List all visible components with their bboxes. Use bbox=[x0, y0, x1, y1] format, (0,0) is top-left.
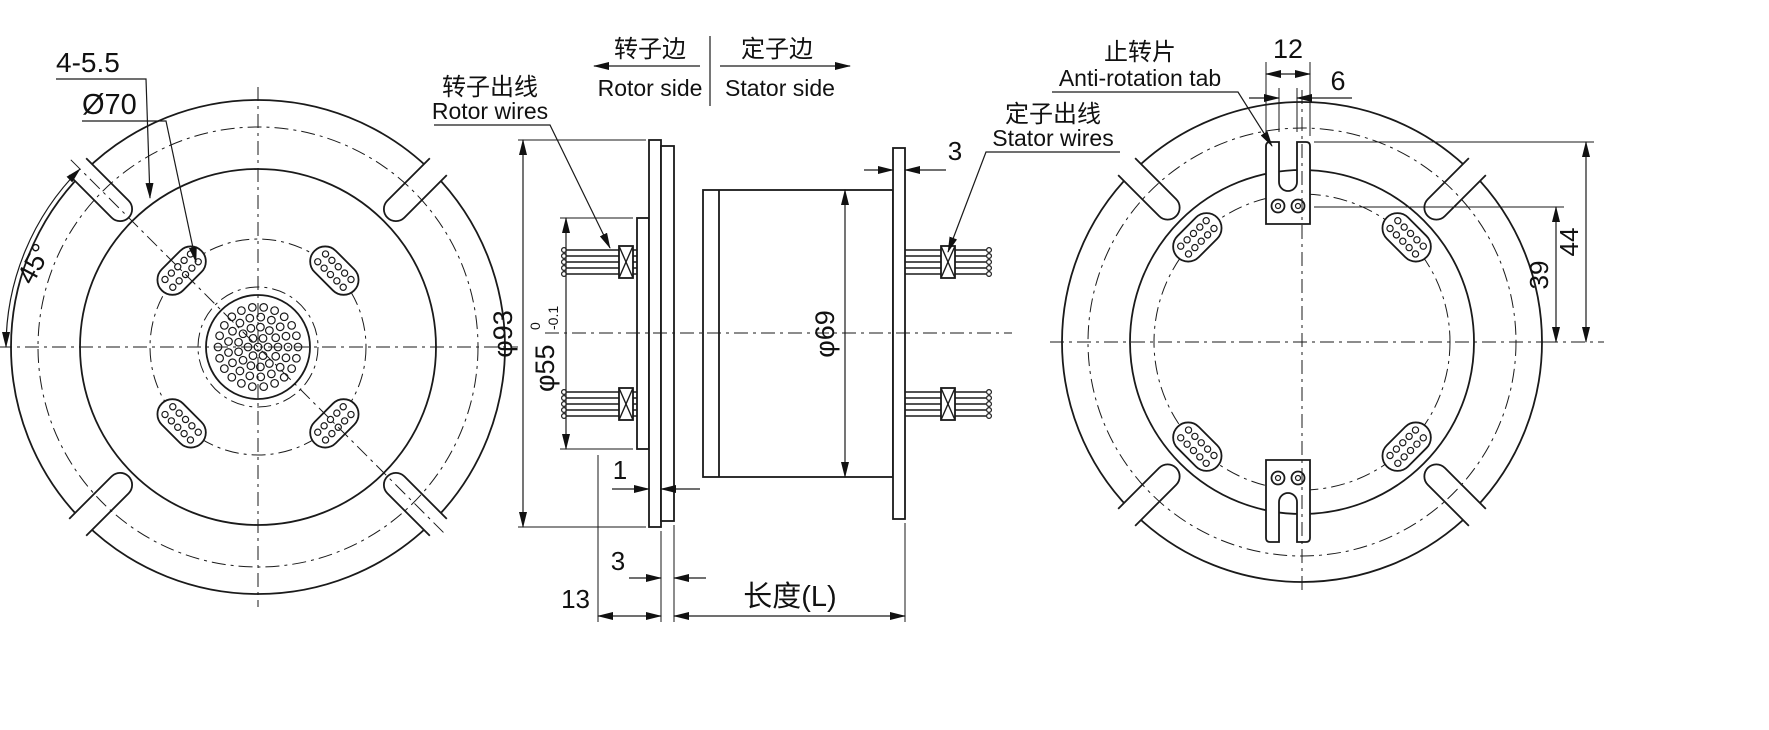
dim-12: 12 bbox=[1265, 34, 1311, 136]
dim-44: 44 bbox=[1314, 141, 1594, 343]
wire-bundles bbox=[560, 245, 992, 421]
dim-angle-label: 45° bbox=[11, 239, 57, 289]
dim-phi55-label: φ55 bbox=[530, 344, 560, 392]
tab-label-en: Anti-rotation tab bbox=[1059, 65, 1221, 91]
dim-gap-3: 3 bbox=[611, 525, 706, 622]
dim-3-right-label: 3 bbox=[948, 136, 962, 166]
dim-bolt-circle: Ø70 bbox=[82, 89, 197, 263]
dim-tab-thickness: 3 bbox=[864, 136, 962, 174]
centerlines bbox=[0, 87, 1604, 607]
dim-39-label: 39 bbox=[1524, 261, 1554, 290]
dim-phi69-label: φ69 bbox=[810, 310, 840, 358]
side-labels: 转子边 Rotor side 定子边 Stator side bbox=[593, 36, 851, 106]
dim-phi55: φ55 0 -0.1 bbox=[527, 217, 633, 450]
stator-wires-label-en: Stator wires bbox=[992, 125, 1113, 151]
dim-angle-45: 45° bbox=[2, 168, 81, 348]
dim-12-label: 12 bbox=[1273, 34, 1303, 64]
dim-phi69: φ69 bbox=[810, 189, 849, 478]
dim-length-label: 长度(L) bbox=[743, 580, 836, 613]
stator-side-label-zh: 定子边 bbox=[741, 36, 813, 63]
dim-bolt-circle-label: Ø70 bbox=[82, 89, 137, 121]
dim-phi93-label: φ93 bbox=[488, 310, 518, 358]
stator-wires-label-zh: 定子出线 bbox=[1005, 101, 1101, 128]
dim-1-label: 1 bbox=[613, 455, 627, 485]
rear-view bbox=[1061, 101, 1543, 583]
dim-13-label: 13 bbox=[561, 584, 590, 614]
dim-6-label: 6 bbox=[1330, 66, 1345, 96]
rotor-wires-label: 转子出线 Rotor wires bbox=[432, 74, 611, 249]
rotor-side-label-en: Rotor side bbox=[598, 75, 703, 101]
dim-mounting-holes: 4-5.5 bbox=[56, 47, 154, 199]
dim-holes-label: 4-5.5 bbox=[56, 47, 120, 78]
dim-phi93: φ93 bbox=[488, 139, 646, 528]
dim-39: 39 bbox=[1314, 206, 1564, 343]
rotor-wires-label-en: Rotor wires bbox=[432, 98, 548, 124]
rotor-wires-label-zh: 转子出线 bbox=[442, 74, 538, 101]
dim-phi55-tol-upper: 0 bbox=[527, 322, 543, 330]
dim-6: 6 bbox=[1249, 66, 1352, 132]
rotor-side-label-zh: 转子边 bbox=[614, 36, 686, 63]
dim-phi55-tol-lower: -0.1 bbox=[545, 306, 561, 330]
dim-44-label: 44 bbox=[1554, 228, 1584, 257]
dim-flange-thickness: 1 bbox=[612, 455, 700, 493]
stator-wires-label: 定子出线 Stator wires bbox=[947, 101, 1120, 253]
dim-length: 长度(L) bbox=[673, 523, 906, 622]
dim-13: 13 bbox=[561, 455, 662, 622]
dim-3-left-label: 3 bbox=[611, 546, 625, 576]
stator-side-label-en: Stator side bbox=[725, 75, 835, 101]
annotations: 4-5.5 Ø70 45° 转子边 Rotor side 定子边 Stator … bbox=[2, 34, 1594, 622]
tab-label-zh: 止转片 bbox=[1104, 39, 1176, 66]
anti-rotation-tab-label: 止转片 Anti-rotation tab bbox=[1052, 39, 1273, 147]
